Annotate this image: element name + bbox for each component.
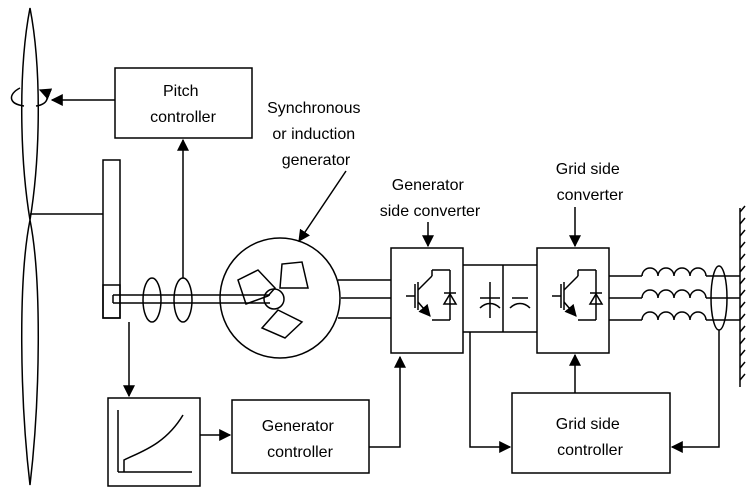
- generator-output-lines: [338, 279, 391, 319]
- ground-hatch-icon: [739, 205, 746, 387]
- power-curve-box: [107, 397, 201, 487]
- grid-side-converter-label: Grid side converter: [556, 161, 624, 204]
- pitch-sensor: [173, 277, 193, 323]
- grid-side-controller-box: [511, 392, 671, 474]
- generator-side-converter-box: [390, 247, 464, 354]
- rotor-blades: [20, 7, 103, 486]
- grid-side-controller-label: Grid side controller: [556, 416, 624, 459]
- dc-measure-arrow: [469, 332, 512, 453]
- fan-blade-icon: [237, 261, 309, 339]
- generator-controller-label: Generator controller: [262, 418, 339, 461]
- rotation-arrow-icon: [10, 87, 53, 107]
- hub-lower-section: [102, 284, 121, 319]
- pitch-controller-label: Pitch controller: [150, 83, 216, 126]
- generator-side-converter-label: Generator side converter: [380, 177, 481, 220]
- grid-side-converter-box: [536, 247, 610, 354]
- generator-type-label: Synchronous or induction generator: [267, 100, 365, 169]
- speed-sensor: [142, 277, 162, 323]
- dc-link-lines: [463, 264, 537, 333]
- inductor-icon: [609, 267, 740, 321]
- generator-controller-box: [231, 399, 370, 474]
- generator-control-arrow: [369, 355, 406, 448]
- pitch-controller-box: [114, 67, 253, 139]
- igbt-icon: [552, 269, 604, 321]
- igbt-icon: [406, 269, 458, 321]
- generator-label-arrow: [298, 170, 347, 242]
- generator-circle: [219, 237, 341, 359]
- grid-measure-arrow: [670, 330, 720, 453]
- power-curve-icon: [117, 410, 192, 473]
- capacitor-icon: [479, 282, 531, 318]
